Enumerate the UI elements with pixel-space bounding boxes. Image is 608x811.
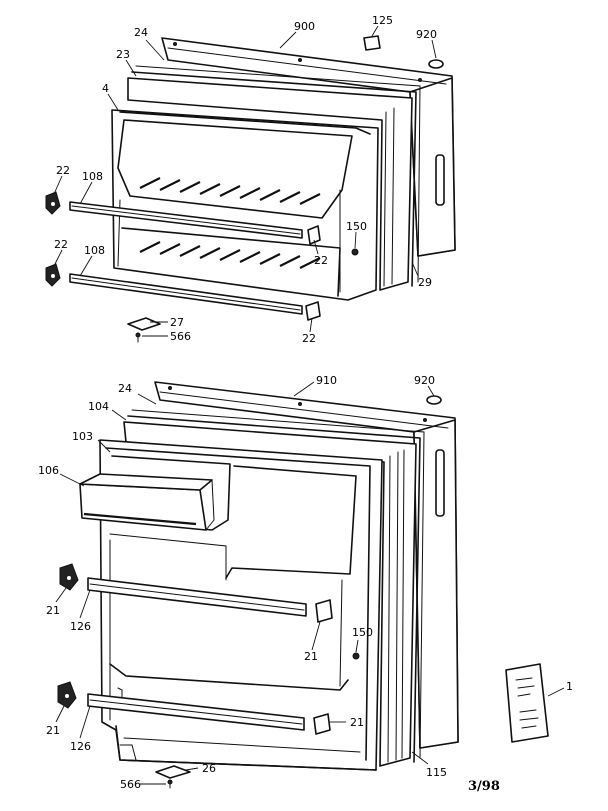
- callout-26: 26: [202, 762, 216, 775]
- callout-104: 104: [88, 400, 109, 413]
- freezer-plug-920: [428, 59, 444, 69]
- fresh-food-plug-920: [426, 395, 442, 405]
- callout-21-d: 21: [350, 716, 364, 729]
- fresh-food-door-gasket: [123, 409, 425, 767]
- callout-566-fresh-food: 566: [120, 778, 141, 791]
- fresh-food-bracket-26: [155, 765, 191, 779]
- callout-21-a: 21: [46, 604, 60, 617]
- callout-920-freezer: 920: [416, 28, 437, 41]
- callout-24-fresh-food: 24: [118, 382, 132, 395]
- fresh-food-shelf-bar-lower: [87, 693, 305, 731]
- callout-1: 1: [566, 680, 573, 693]
- part-125-label-tab: [363, 35, 381, 51]
- callout-103: 103: [72, 430, 93, 443]
- callout-126-b: 126: [70, 740, 91, 753]
- callout-115: 115: [426, 766, 447, 779]
- fresh-food-bar-bracket-right-upper: [315, 599, 333, 623]
- owners-manual: 1: [505, 663, 573, 743]
- freezer-door-liner: [111, 109, 379, 301]
- freezer-screw-150: [351, 248, 359, 256]
- callout-24-freezer: 24: [134, 26, 148, 39]
- freezer-leader-lines: [53, 25, 437, 337]
- freezer-shelf-bar-upper: [69, 201, 303, 239]
- callout-21-c: 21: [46, 724, 60, 737]
- callout-566-freezer: 566: [170, 330, 191, 343]
- freezer-bar-bracket-left-lower: [45, 263, 61, 287]
- callout-900: 900: [294, 20, 315, 33]
- callout-920-fresh-food: 920: [414, 374, 435, 387]
- callout-22-c: 22: [314, 254, 328, 267]
- freezer-shelf-bar-lower: [69, 273, 303, 315]
- callout-150-freezer: 150: [346, 220, 367, 233]
- callout-108-a: 108: [82, 170, 103, 183]
- callout-106: 106: [38, 464, 59, 477]
- fresh-food-bar-bracket-left-upper: [59, 563, 79, 591]
- callout-150-fresh-food: 150: [352, 626, 373, 639]
- freezer-screw-566: [135, 332, 141, 343]
- callout-29: 29: [418, 276, 432, 289]
- callout-22-b: 22: [54, 238, 68, 251]
- freezer-bar-bracket-right-lower: [305, 301, 321, 321]
- fresh-food-screw-566: [167, 779, 173, 789]
- fresh-food-bar-bracket-left-lower: [57, 681, 77, 709]
- date-code: 3/98: [468, 779, 500, 794]
- callout-22-d: 22: [302, 332, 316, 345]
- dairy-compartment-door: [79, 473, 215, 531]
- freezer-door-assembly: 900 125 920 24 23 4 22 108 22 108 150 22…: [45, 14, 456, 345]
- callout-126-a: 126: [70, 620, 91, 633]
- callout-22-a: 22: [56, 164, 70, 177]
- fresh-food-bar-bracket-right-lower: [313, 713, 331, 735]
- callout-27: 27: [170, 316, 184, 329]
- freezer-bar-bracket-right-upper: [307, 225, 321, 245]
- freezer-bar-bracket-left-upper: [45, 191, 61, 215]
- callout-125: 125: [372, 14, 393, 27]
- fresh-food-screw-150: [352, 652, 360, 660]
- fresh-food-shelf-bar-upper: [87, 577, 307, 617]
- fresh-food-door-assembly: 910 920 24 104 103 106 21 126 150 21 21 …: [38, 374, 459, 791]
- callout-910: 910: [316, 374, 337, 387]
- freezer-bracket-27: [127, 317, 161, 331]
- freezer-shelf-ribs-lower: [139, 241, 321, 269]
- callout-108-b: 108: [84, 244, 105, 257]
- callout-4: 4: [102, 82, 109, 95]
- callout-23: 23: [116, 48, 130, 61]
- fresh-food-leader-lines: [55, 381, 435, 785]
- fresh-food-outer-door-panel: [154, 381, 459, 749]
- callout-21-b: 21: [304, 650, 318, 663]
- freezer-door-gasket: [127, 65, 421, 291]
- freezer-shelf-ribs-upper: [139, 177, 321, 205]
